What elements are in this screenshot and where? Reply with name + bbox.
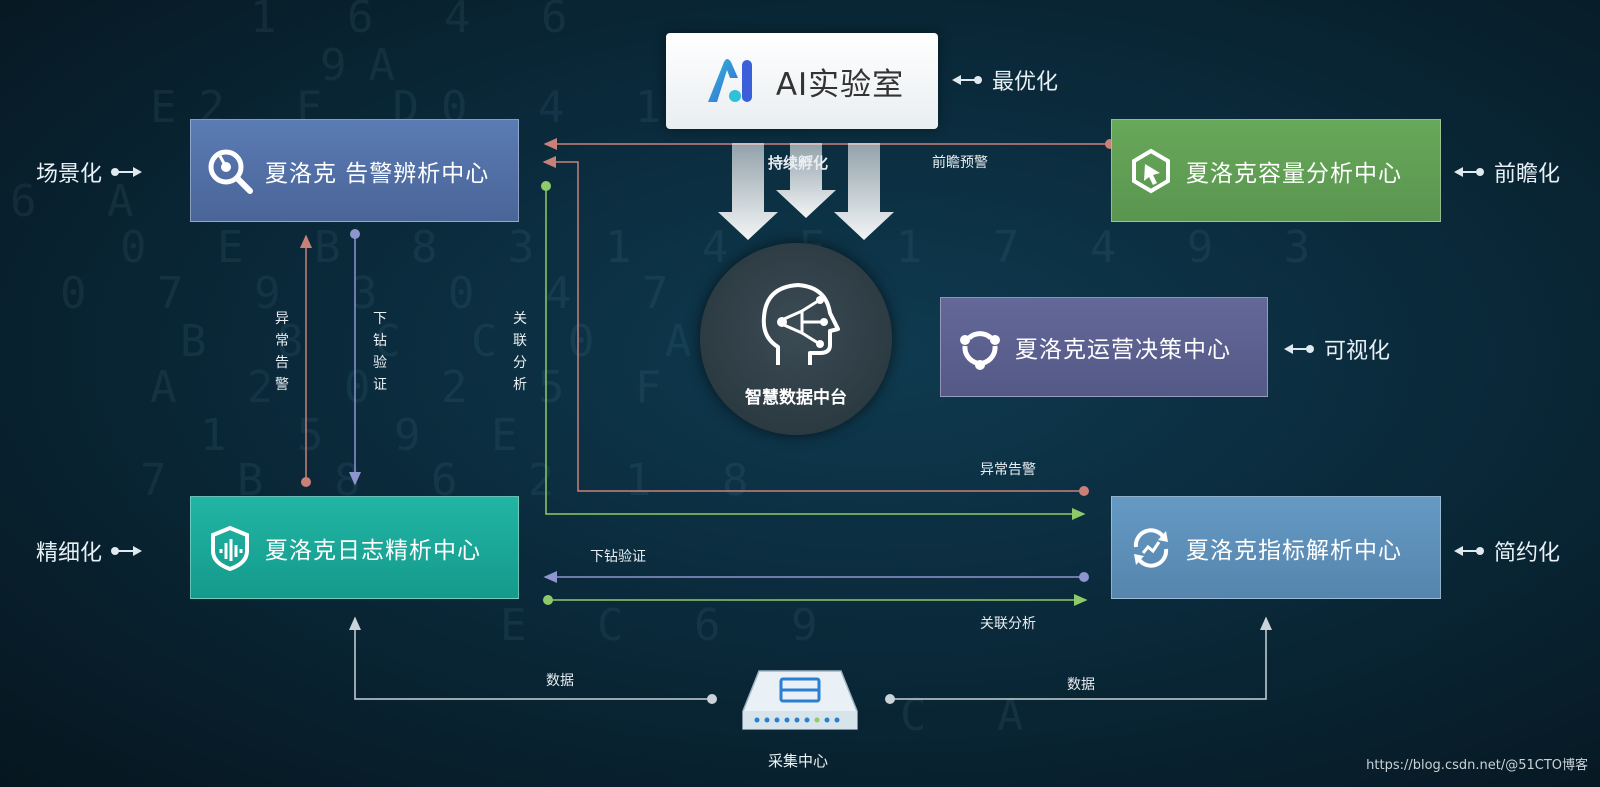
connector-dot (301, 477, 311, 487)
connector-dot (885, 694, 895, 704)
hexagon-cursor-icon (1128, 148, 1174, 194)
correlation-vertical-label: 关联分析 (513, 311, 527, 393)
side-label-forward: 前瞻化 (1452, 156, 1560, 188)
connector-dot (707, 694, 717, 704)
dot-arrow-right-icon (110, 166, 144, 178)
data-right-label: 数据 (1067, 677, 1095, 693)
side-label-fine: 精细化 (36, 535, 144, 567)
brain-head-icon (761, 283, 840, 365)
side-label-simple: 简约化 (1452, 535, 1560, 567)
anomaly-alarm-vertical-label: 异常告警 (275, 311, 289, 393)
capacity-center-label: 夏洛克容量分析中心 (1186, 160, 1402, 187)
background-digits: A 2 0 2 5 F 4 (150, 362, 781, 413)
metric-center-box[interactable]: 夏洛克指标解析中心 (1111, 496, 1441, 599)
arrow-left-dot-icon (1452, 166, 1486, 178)
background-digits: 0 E B 8 3 1 4 E 1 7 4 9 3 (120, 222, 1333, 273)
side-label-text: 场景化 (36, 162, 103, 187)
operations-center-label: 夏洛克运营决策中心 (1015, 337, 1231, 363)
operations-center-box[interactable]: 夏洛克运营决策中心 (940, 297, 1268, 397)
magnifier-target-icon (207, 148, 253, 194)
data-hub-circle[interactable]: 智慧数据中台 (700, 243, 892, 435)
connector-dot (541, 181, 551, 191)
alarm-center-box[interactable]: 夏洛克 告警辨析中心 (190, 119, 519, 222)
background-digits: B 8 C C 0 A (180, 316, 714, 367)
correlation-horizontal-label: 关联分析 (980, 616, 1036, 632)
connector-dot (1079, 486, 1089, 496)
side-label-text: 前瞻化 (1494, 162, 1561, 187)
collector-label: 采集中心 (768, 752, 829, 770)
collector-device-icon[interactable] (737, 667, 863, 737)
arrow-left-dot-icon (1282, 343, 1316, 355)
background-digits: 9A (320, 40, 417, 91)
forward-warning-label: 前瞻预警 (932, 155, 988, 171)
ai-lab-label: AI实验室 (775, 66, 905, 103)
refresh-chart-icon (1128, 525, 1174, 571)
connector-dot (543, 595, 553, 605)
background-digits: 1 6 4 6 (250, 0, 590, 43)
drilldown-horizontal-label: 下钻验证 (590, 549, 646, 565)
log-shield-wave-icon (207, 525, 253, 571)
data-left-route (349, 616, 712, 700)
ai-lab-box[interactable]: AI实验室 (666, 33, 938, 129)
drilldown-vertical-label: 下钻验证 (373, 311, 387, 393)
cycle-nodes-icon (957, 324, 1003, 370)
data-right-route (890, 616, 1272, 700)
anomaly-alarm-horizontal-label: 异常告警 (980, 462, 1036, 478)
side-label-visual: 可视化 (1282, 333, 1390, 365)
capacity-center-box[interactable]: 夏洛克容量分析中心 (1111, 119, 1441, 222)
incubation-label: 持续孵化 (768, 154, 829, 172)
log-center-box[interactable]: 夏洛克日志精析中心 (190, 496, 519, 599)
side-label-text: 最优化 (992, 70, 1059, 95)
side-label-scenario: 场景化 (36, 156, 144, 188)
data-hub-label: 智慧数据中台 (745, 388, 847, 408)
dot-arrow-right-icon (110, 545, 144, 557)
alarm-center-label: 夏洛克 告警辨析中心 (265, 160, 490, 187)
correlation-route (545, 186, 1086, 520)
metric-center-label: 夏洛克指标解析中心 (1186, 537, 1402, 564)
log-center-label: 夏洛克日志精析中心 (265, 537, 481, 564)
side-label-optimal: 最优化 (950, 64, 1058, 96)
side-label-text: 简约化 (1494, 541, 1561, 566)
anomaly-alarm-route (542, 156, 1084, 492)
connector-dot (350, 229, 360, 239)
background-digits: E C 6 9 (500, 600, 840, 651)
ai-lab-logo-icon (707, 59, 752, 102)
incubation-arrows (718, 143, 894, 240)
side-label-text: 可视化 (1324, 339, 1391, 364)
data-left-label: 数据 (546, 673, 574, 689)
background-digits: 1 5 9 E (200, 410, 540, 461)
arrow-left-dot-icon (1452, 545, 1486, 557)
connector-dot (1079, 572, 1089, 582)
arrow-left-dot-icon (950, 74, 984, 86)
side-label-text: 精细化 (36, 541, 103, 566)
watermark: https://blog.csdn.net/@51CTO博客 (1366, 758, 1588, 773)
